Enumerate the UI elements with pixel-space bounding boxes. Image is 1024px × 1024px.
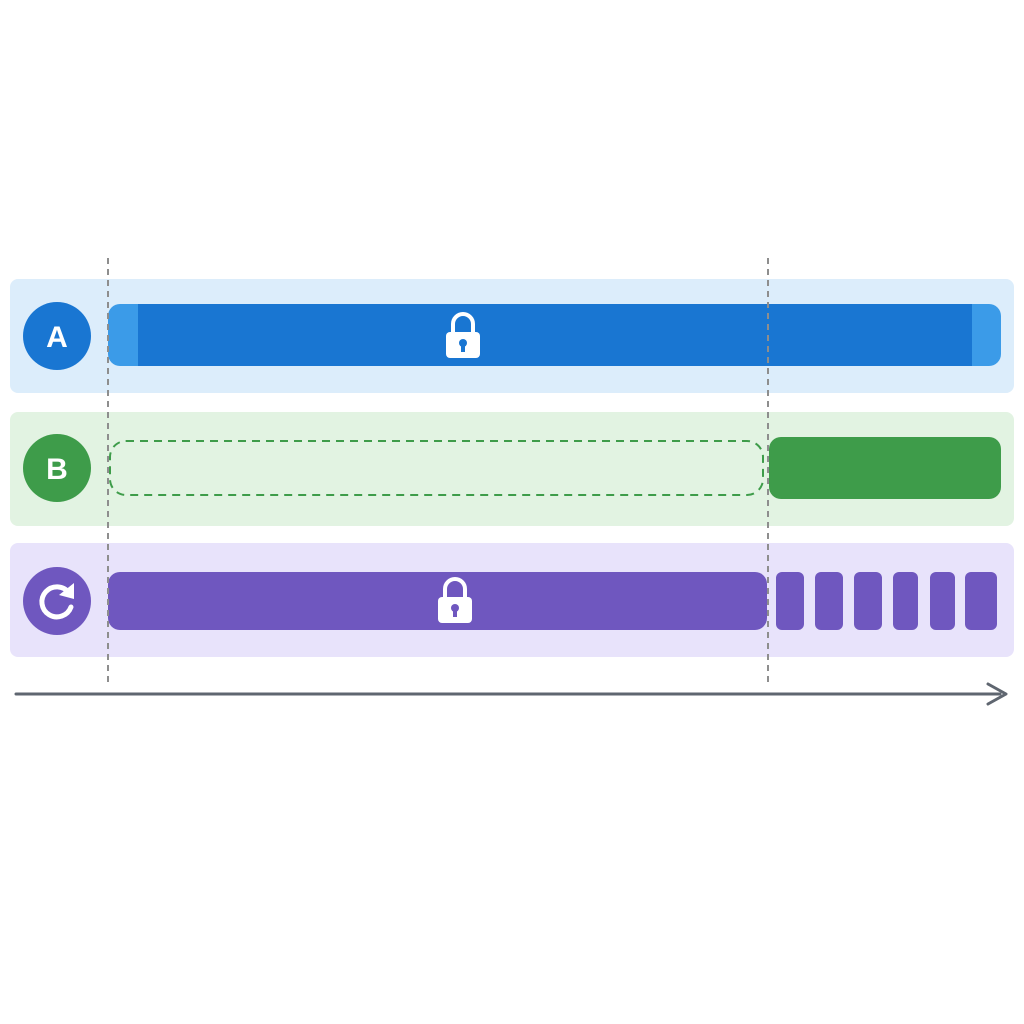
lane-c-block-5: [930, 572, 955, 630]
lock-keyhole-slot: [461, 344, 465, 352]
lane-b-background: [10, 412, 1014, 526]
time-axis: [14, 682, 1008, 706]
lock-keyhole-slot: [453, 609, 457, 617]
lane-c-block-2: [815, 572, 843, 630]
lane-b-label: B: [46, 453, 68, 486]
refresh-arrowhead: [59, 583, 74, 599]
refresh-arc: [39, 584, 74, 620]
lane-a-badge: [23, 302, 91, 370]
lock-icon: [438, 577, 472, 623]
lane-c: [10, 543, 1014, 657]
lane-a-label: A: [46, 321, 68, 354]
lock-shackle: [443, 577, 467, 597]
lock-icon: [446, 312, 480, 358]
lane-b-badge: [23, 434, 91, 502]
lane-b-active-bar: [769, 437, 1001, 499]
lane-a-held-bar: [138, 304, 972, 366]
lane-a: A: [10, 279, 1014, 393]
lane-c-block-4: [893, 572, 918, 630]
lane-c-block-6: [965, 572, 997, 630]
lane-b-waiting-bar: [109, 440, 764, 496]
lane-c-block-3: [854, 572, 882, 630]
lane-c-badge: [23, 567, 91, 635]
lock-shackle: [451, 312, 475, 332]
lane-c-block-1: [776, 572, 804, 630]
refresh-icon: [39, 583, 74, 620]
arrow-right-icon: [986, 682, 1008, 706]
lane-c-repeated-blocks: [776, 572, 997, 630]
lane-a-held-lock-bar: [108, 304, 1001, 366]
lane-c-held-lock-bar: [108, 572, 767, 630]
lane-b: B: [10, 412, 1014, 526]
